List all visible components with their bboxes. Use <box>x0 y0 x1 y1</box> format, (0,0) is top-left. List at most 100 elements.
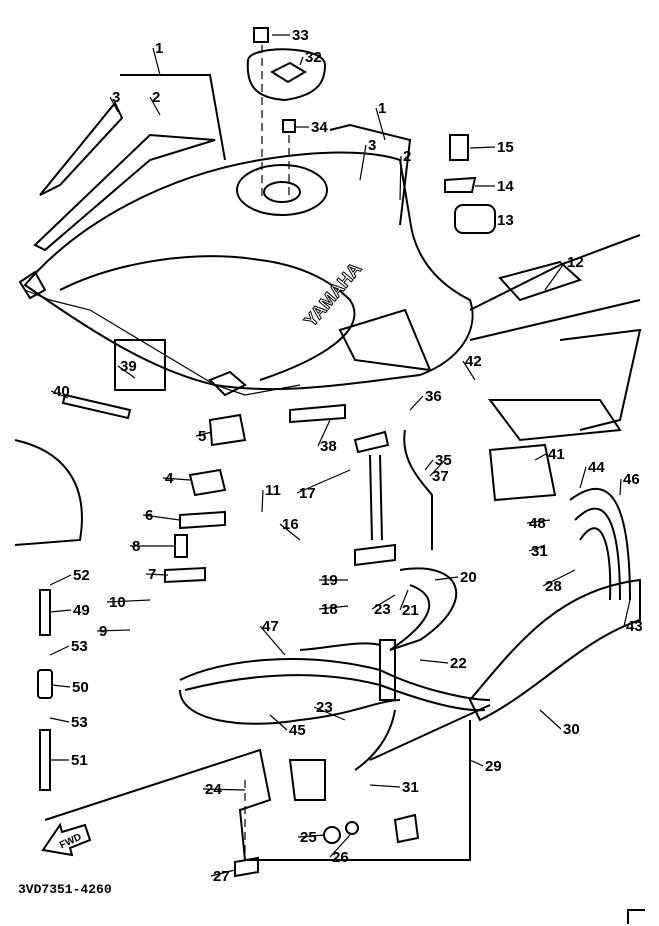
callout-33: 33 <box>292 27 309 44</box>
leader-line <box>96 629 131 632</box>
callout-13: 13 <box>497 212 514 229</box>
leader-line <box>202 788 246 791</box>
callout-2: 2 <box>152 89 160 106</box>
leader-line <box>619 478 622 496</box>
leader-line <box>542 569 576 587</box>
callout-1: 1 <box>378 100 386 117</box>
callout-49: 49 <box>73 602 90 619</box>
leader-line <box>623 599 631 627</box>
callout-25: 25 <box>300 829 317 846</box>
callout-44: 44 <box>588 459 605 476</box>
corner-mark <box>627 909 645 924</box>
callout-22: 22 <box>450 655 467 672</box>
leader-line <box>419 659 449 664</box>
leader-line <box>152 47 161 76</box>
callout-23: 23 <box>316 699 333 716</box>
callout-29: 29 <box>485 758 502 775</box>
leader-line <box>49 645 70 656</box>
leader-line <box>49 717 70 723</box>
fuel-cock-and-hoses <box>179 429 641 771</box>
callout-34: 34 <box>311 119 328 136</box>
callout-1: 1 <box>155 40 163 57</box>
drawing-code: 3VD7351-4260 <box>18 882 112 897</box>
leader-line <box>106 599 151 603</box>
leader-line <box>49 609 72 613</box>
callout-48: 48 <box>529 515 546 532</box>
callout-26: 26 <box>332 849 349 866</box>
leader-line <box>424 459 434 471</box>
callout-27: 27 <box>213 868 230 885</box>
leader-line <box>210 869 236 877</box>
callout-50: 50 <box>72 679 89 696</box>
leader-line <box>313 706 346 721</box>
small-parts <box>14 339 471 878</box>
callout-42: 42 <box>465 353 482 370</box>
callout-36: 36 <box>425 388 442 405</box>
callout-15: 15 <box>497 139 514 156</box>
callout-37: 37 <box>432 468 449 485</box>
callout-45: 45 <box>289 722 306 739</box>
callout-38: 38 <box>320 438 337 455</box>
leader-line <box>317 419 331 447</box>
callout-21: 21 <box>402 602 419 619</box>
leader-line <box>434 576 459 581</box>
callout-31: 31 <box>531 543 548 560</box>
callout-11: 11 <box>265 482 281 499</box>
leader-line <box>359 144 367 181</box>
fuel-cap <box>246 27 327 200</box>
leader-line <box>329 834 351 858</box>
callout-6: 6 <box>145 507 153 524</box>
callout-52: 52 <box>73 567 90 584</box>
callout-53: 53 <box>71 714 88 731</box>
callout-18: 18 <box>321 601 338 618</box>
leader-line <box>526 519 551 524</box>
callout-47: 47 <box>262 618 279 635</box>
callout-28: 28 <box>545 578 562 595</box>
leader-line <box>399 589 409 611</box>
part-38 <box>289 403 346 424</box>
leader-line <box>259 625 286 656</box>
callout-4: 4 <box>165 470 174 487</box>
callout-19: 19 <box>321 572 338 589</box>
leader-line <box>369 784 401 788</box>
callout-40: 40 <box>53 383 70 400</box>
leader-line <box>195 431 213 437</box>
yamaha-logo: YAMAHA <box>300 259 365 331</box>
leader-line <box>399 155 402 201</box>
callout-51: 51 <box>71 752 88 769</box>
callout-17: 17 <box>299 485 316 502</box>
leader-line <box>296 469 351 494</box>
leader-line <box>261 489 264 513</box>
leader-line <box>162 477 191 481</box>
leader-line <box>145 573 169 576</box>
leader-line <box>469 146 496 149</box>
leader-line <box>528 544 546 552</box>
callout-31: 31 <box>402 779 419 796</box>
leader-line <box>539 709 562 730</box>
callout-2: 2 <box>403 148 411 165</box>
leader-line <box>371 594 396 610</box>
callout-23: 23 <box>374 601 391 618</box>
callout-20: 20 <box>460 569 477 586</box>
callout-24: 24 <box>205 781 222 798</box>
callout-14: 14 <box>497 178 514 195</box>
callout-10: 10 <box>109 594 126 611</box>
fuel-tank: YAMAHA <box>18 123 474 424</box>
callout-32: 32 <box>305 49 322 66</box>
leader-line <box>544 261 566 291</box>
leader-line <box>469 759 484 767</box>
callout-5: 5 <box>198 428 206 445</box>
frame-parts <box>444 134 642 601</box>
callout-43: 43 <box>626 618 643 635</box>
leader-line <box>117 365 136 379</box>
callout-9: 9 <box>99 623 107 640</box>
callout-8: 8 <box>132 538 140 555</box>
leader-line <box>269 714 288 731</box>
callout-39: 39 <box>120 358 137 375</box>
callout-46: 46 <box>623 471 640 488</box>
leader-line <box>297 834 326 838</box>
leader-line <box>429 459 446 477</box>
leader-line <box>462 360 476 381</box>
